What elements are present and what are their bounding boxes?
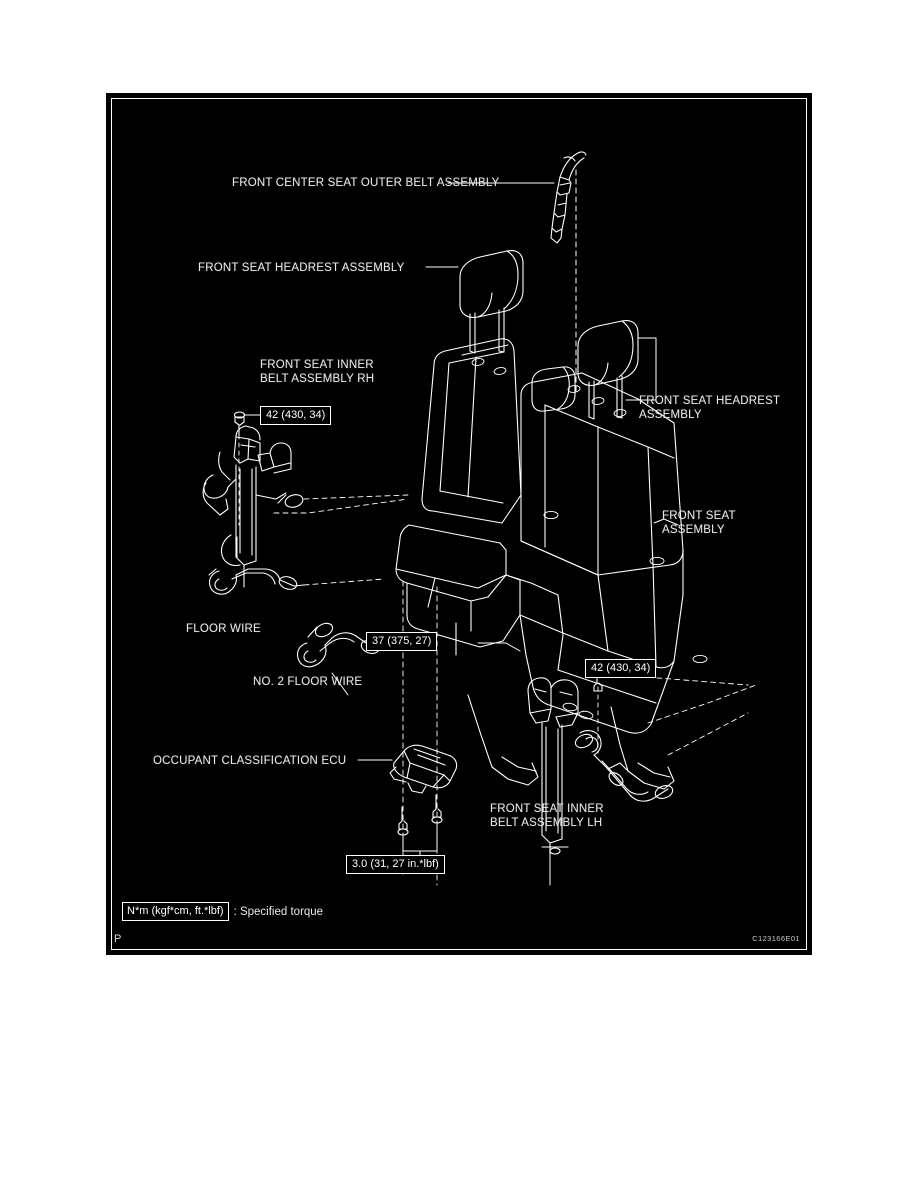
occupant-classification-ecu-part — [389, 744, 458, 794]
legend-description: : Specified torque — [233, 905, 324, 918]
label-front-seat-headrest-assembly-left: FRONT SEAT HEADREST ASSEMBLY — [198, 262, 405, 274]
torque-callout-seat-mount: 37 (375, 27) — [366, 632, 438, 651]
torque-callout-inner-belt-rh: 42 (430, 34) — [260, 406, 332, 425]
inner-belt-lh-part — [527, 677, 674, 856]
seat-assembly-part — [421, 338, 522, 524]
seat-frame-legs — [455, 622, 675, 790]
headrest-right-part — [577, 320, 639, 420]
center-seat-outer-belt-part — [550, 151, 587, 244]
label-front-center-seat-outer-belt-assembly: FRONT CENTER SEAT OUTER BELT ASSEMBLY — [232, 177, 500, 189]
floor-wire-part — [208, 568, 305, 595]
headrest-left-part — [459, 250, 524, 354]
seat-cushion-right — [505, 549, 684, 734]
seat-cushion-left — [395, 524, 521, 648]
label-front-seat-inner-belt-assembly-rh-line1: FRONT SEAT INNER — [260, 359, 374, 371]
label-occupant-classification-ecu: OCCUPANT CLASSIFICATION ECU — [153, 755, 347, 767]
label-front-seat-assembly-line1: FRONT SEAT — [662, 510, 736, 522]
right-seatback — [520, 372, 684, 576]
label-front-seat-inner-belt-assembly-lh-line1: FRONT SEAT INNER — [490, 803, 604, 815]
figure-code: C123166E01 — [752, 934, 800, 943]
label-floor-wire: FLOOR WIRE — [186, 623, 261, 635]
torque-callout-occupant-ecu: 3.0 (31, 27 in.*lbf) — [346, 855, 445, 874]
ecu-bolts — [397, 794, 443, 836]
inner-belt-rh-part — [202, 425, 304, 588]
torque-callout-inner-belt-lh: 42 (430, 34) — [585, 659, 657, 678]
legend-unit-box: N*m (kgf*cm, ft.*lbf) — [122, 902, 229, 921]
label-front-seat-headrest-assembly-right-line1: FRONT SEAT HEADREST — [639, 395, 781, 407]
bolt-rh-belt — [233, 411, 246, 436]
label-front-seat-assembly-line2: ASSEMBLY — [662, 524, 725, 536]
label-front-seat-inner-belt-assembly-lh-line2: BELT ASSEMBLY LH — [490, 817, 603, 829]
figure-panel: FRONT CENTER SEAT OUTER BELT ASSEMBLY FR… — [106, 93, 812, 955]
center-headrest-nub — [531, 366, 576, 412]
seat-fasteners — [471, 358, 708, 720]
label-no-2-floor-wire: NO. 2 FLOOR WIRE — [253, 676, 363, 688]
label-front-seat-inner-belt-assembly-rh-line2: BELT ASSEMBLY RH — [260, 373, 375, 385]
figure-border — [111, 98, 807, 950]
label-front-seat-headrest-assembly-right-line2: ASSEMBLY — [639, 409, 702, 421]
page-marker: P — [114, 933, 122, 945]
torque-legend: N*m (kgf*cm, ft.*lbf) : Specified torque — [122, 902, 323, 921]
